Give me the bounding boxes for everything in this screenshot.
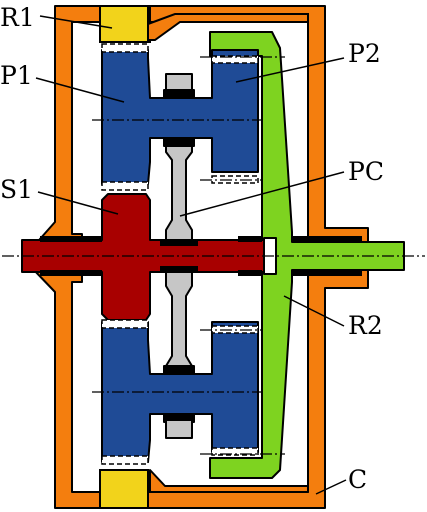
bearings xyxy=(40,236,362,276)
planet-carrier-pc xyxy=(163,73,195,439)
leader-p2 xyxy=(235,57,345,83)
ring-gear-r2 xyxy=(209,31,405,479)
label-r2: R2 xyxy=(348,311,383,340)
bearing-hub-bottom xyxy=(238,270,262,276)
center-lines xyxy=(2,56,425,455)
carrier-upper-arm xyxy=(165,143,193,247)
leader-c xyxy=(315,479,347,495)
casing-inner-lip xyxy=(149,469,309,493)
carrier-upper-cap xyxy=(163,137,195,147)
carrier-lower-cap xyxy=(163,365,195,375)
teeth-p2r2-top xyxy=(211,55,259,64)
carrier-bottom-stub xyxy=(165,419,193,439)
bearing-sun-bottom xyxy=(160,266,198,272)
sun-gear-s1 xyxy=(21,193,265,321)
leader-p1 xyxy=(35,77,125,103)
planet-top-body xyxy=(101,49,259,185)
bearing-left-top xyxy=(40,236,102,242)
label-pc: PC xyxy=(348,157,384,186)
ring-r2-body xyxy=(209,31,405,479)
bearing-hub-top xyxy=(238,236,262,242)
teeth-p1s1-bottom xyxy=(101,319,149,329)
leader-lines xyxy=(35,15,347,495)
labels: R1 P1 S1 P2 PC R2 C xyxy=(0,3,384,494)
label-p2: P2 xyxy=(348,39,381,68)
ring-r1-bottom xyxy=(99,469,149,509)
bearing-right-bottom xyxy=(292,270,362,276)
label-s1: S1 xyxy=(0,175,33,204)
ring-r1-top xyxy=(99,5,149,43)
leader-r2 xyxy=(283,295,345,327)
leader-r1 xyxy=(39,15,113,29)
leader-pc xyxy=(179,171,345,217)
ring-gear-r1 xyxy=(99,5,309,509)
bearing-sun-top xyxy=(160,240,198,246)
carrier-top-bar xyxy=(163,89,195,99)
label-r1: R1 xyxy=(0,3,35,32)
teeth-r1p1-bottom xyxy=(101,455,149,465)
planet-gear-top xyxy=(101,49,259,185)
leader-s1 xyxy=(37,191,119,215)
carrier-lower-arm xyxy=(165,269,193,373)
teeth-p1s1-top xyxy=(101,181,149,191)
ring-r1-top-web xyxy=(147,13,309,41)
bearing-right-top xyxy=(292,236,362,242)
sun-shaft xyxy=(21,193,265,321)
label-p1: P1 xyxy=(0,61,33,90)
label-c: C xyxy=(348,465,367,494)
teeth-p2r2-bottom xyxy=(211,447,259,456)
teeth-r1p1-top xyxy=(101,43,149,53)
bearing-left-bottom xyxy=(40,270,102,276)
